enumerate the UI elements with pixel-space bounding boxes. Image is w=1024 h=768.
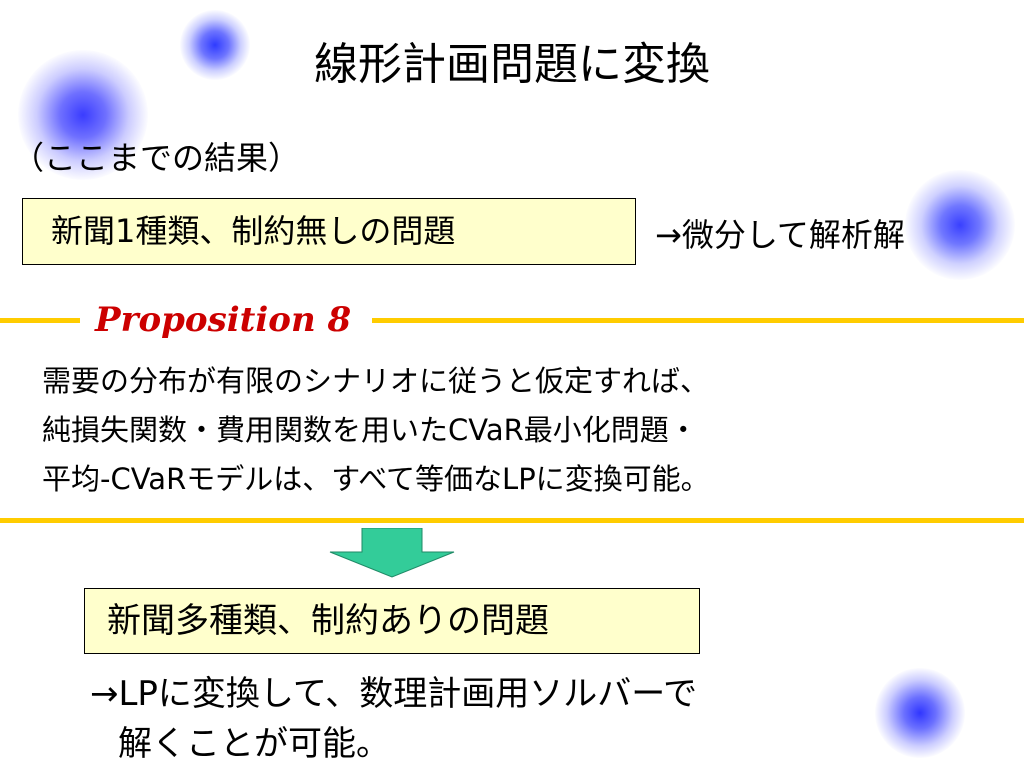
analytic-solution-note: →微分して解析解 (655, 216, 905, 254)
lp-solver-note: 解くことが可能。 (118, 724, 390, 764)
slide-title: 線形計画問題に変換 (314, 39, 710, 90)
proposition-rule-bottom (0, 518, 1024, 523)
proposition-line: 平均-CVaRモデルは、すべて等価なLPに変換可能。 (42, 462, 710, 496)
proposition-rule-right (372, 318, 1024, 323)
decorative-glow-dot (905, 170, 1015, 280)
proposition-label: Proposition 8 (95, 300, 352, 340)
multi-newspaper-box: 新聞多種類、制約ありの問題 (84, 588, 700, 654)
down-arrow-icon (329, 528, 455, 578)
proposition-line: 純損失関数・費用関数を用いたCVaR最小化問題・ (42, 413, 698, 447)
single-newspaper-box: 新聞1種類、制約無しの問題 (22, 198, 636, 265)
decorative-glow-dot (18, 50, 148, 180)
proposition-line: 需要の分布が有限のシナリオに従うと仮定すれば、 (42, 364, 710, 398)
decorative-glow-dot (875, 668, 965, 758)
lp-solver-note: →LPに変換して、数理計画用ソルバーで (90, 674, 698, 714)
proposition-rule-left (0, 318, 80, 323)
slide-subtitle: （ここまでの結果） (12, 139, 301, 177)
decorative-glow-dot (180, 10, 250, 80)
